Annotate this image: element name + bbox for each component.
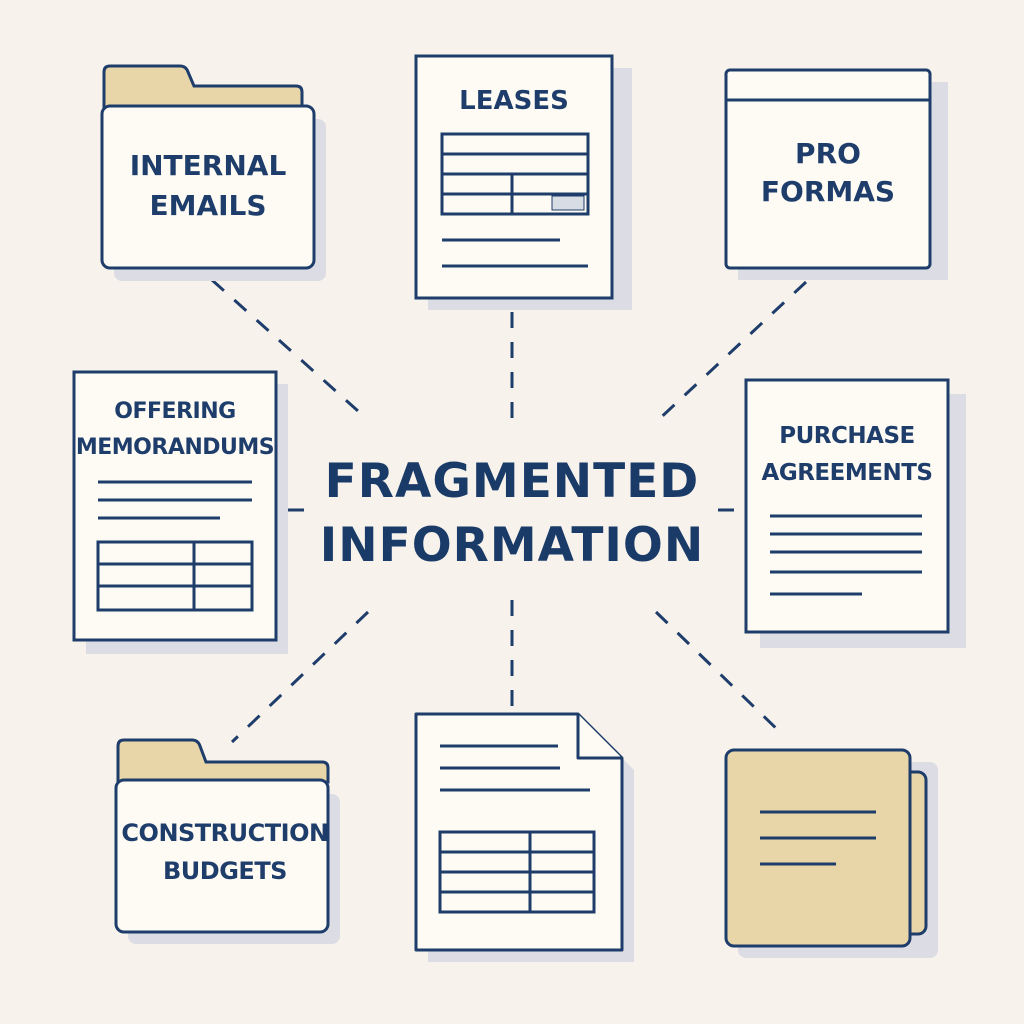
folded-corner <box>576 714 622 760</box>
center-title: FRAGMENTED INFORMATION <box>262 450 762 578</box>
pro-formas-line1: PRO <box>795 137 861 170</box>
document-icon <box>414 54 614 300</box>
connector-construction <box>230 610 370 744</box>
construction-line1: CONSTRUCTION <box>121 819 329 847</box>
center-title-line2: INFORMATION <box>319 518 705 573</box>
pro-formas-label: PRO FORMAS <box>726 135 930 211</box>
purchase-agreements-document <box>744 378 966 648</box>
connector-internal-emails <box>210 278 370 422</box>
purchase-line2: AGREEMENTS <box>761 460 933 486</box>
document-icon <box>72 370 278 642</box>
internal-emails-folder <box>100 64 326 281</box>
construction-budgets-label: CONSTRUCTION BUDGETS <box>116 814 334 890</box>
connectors <box>210 278 808 744</box>
internal-emails-line2: EMAILS <box>149 189 267 222</box>
folder-tab <box>116 738 330 784</box>
spreadsheet-document <box>414 712 634 962</box>
purchase-line1: PURCHASE <box>779 423 915 449</box>
highlight-cell <box>551 195 585 211</box>
leases-document <box>414 54 632 310</box>
binder-document <box>724 748 938 958</box>
purchase-agreements-label: PURCHASE AGREEMENTS <box>746 418 948 492</box>
offering-line1: OFFERING <box>114 399 236 424</box>
folder-icon <box>100 104 316 270</box>
pro-formas-line2: FORMAS <box>760 175 896 208</box>
center-title-line1: FRAGMENTED <box>324 454 700 509</box>
pro-formas-window <box>724 68 948 280</box>
window-icon <box>724 68 932 270</box>
document-icon <box>744 378 950 634</box>
offering-memorandums-document <box>72 370 288 654</box>
folder-tab <box>102 64 304 110</box>
binder-icon <box>724 748 912 948</box>
offering-line2: MEMORANDUMS <box>75 435 275 460</box>
construction-budgets-folder <box>114 738 340 944</box>
construction-line2: BUDGETS <box>163 857 287 885</box>
leases-label: LEASES <box>416 84 612 118</box>
internal-emails-line1: INTERNAL <box>129 149 287 182</box>
offering-memorandums-label: OFFERING MEMORANDUMS <box>74 394 276 466</box>
folder-icon <box>114 778 330 934</box>
internal-emails-label: INTERNAL EMAILS <box>102 146 314 226</box>
connector-pro-formas <box>654 280 808 424</box>
leases-line1: LEASES <box>459 86 569 116</box>
